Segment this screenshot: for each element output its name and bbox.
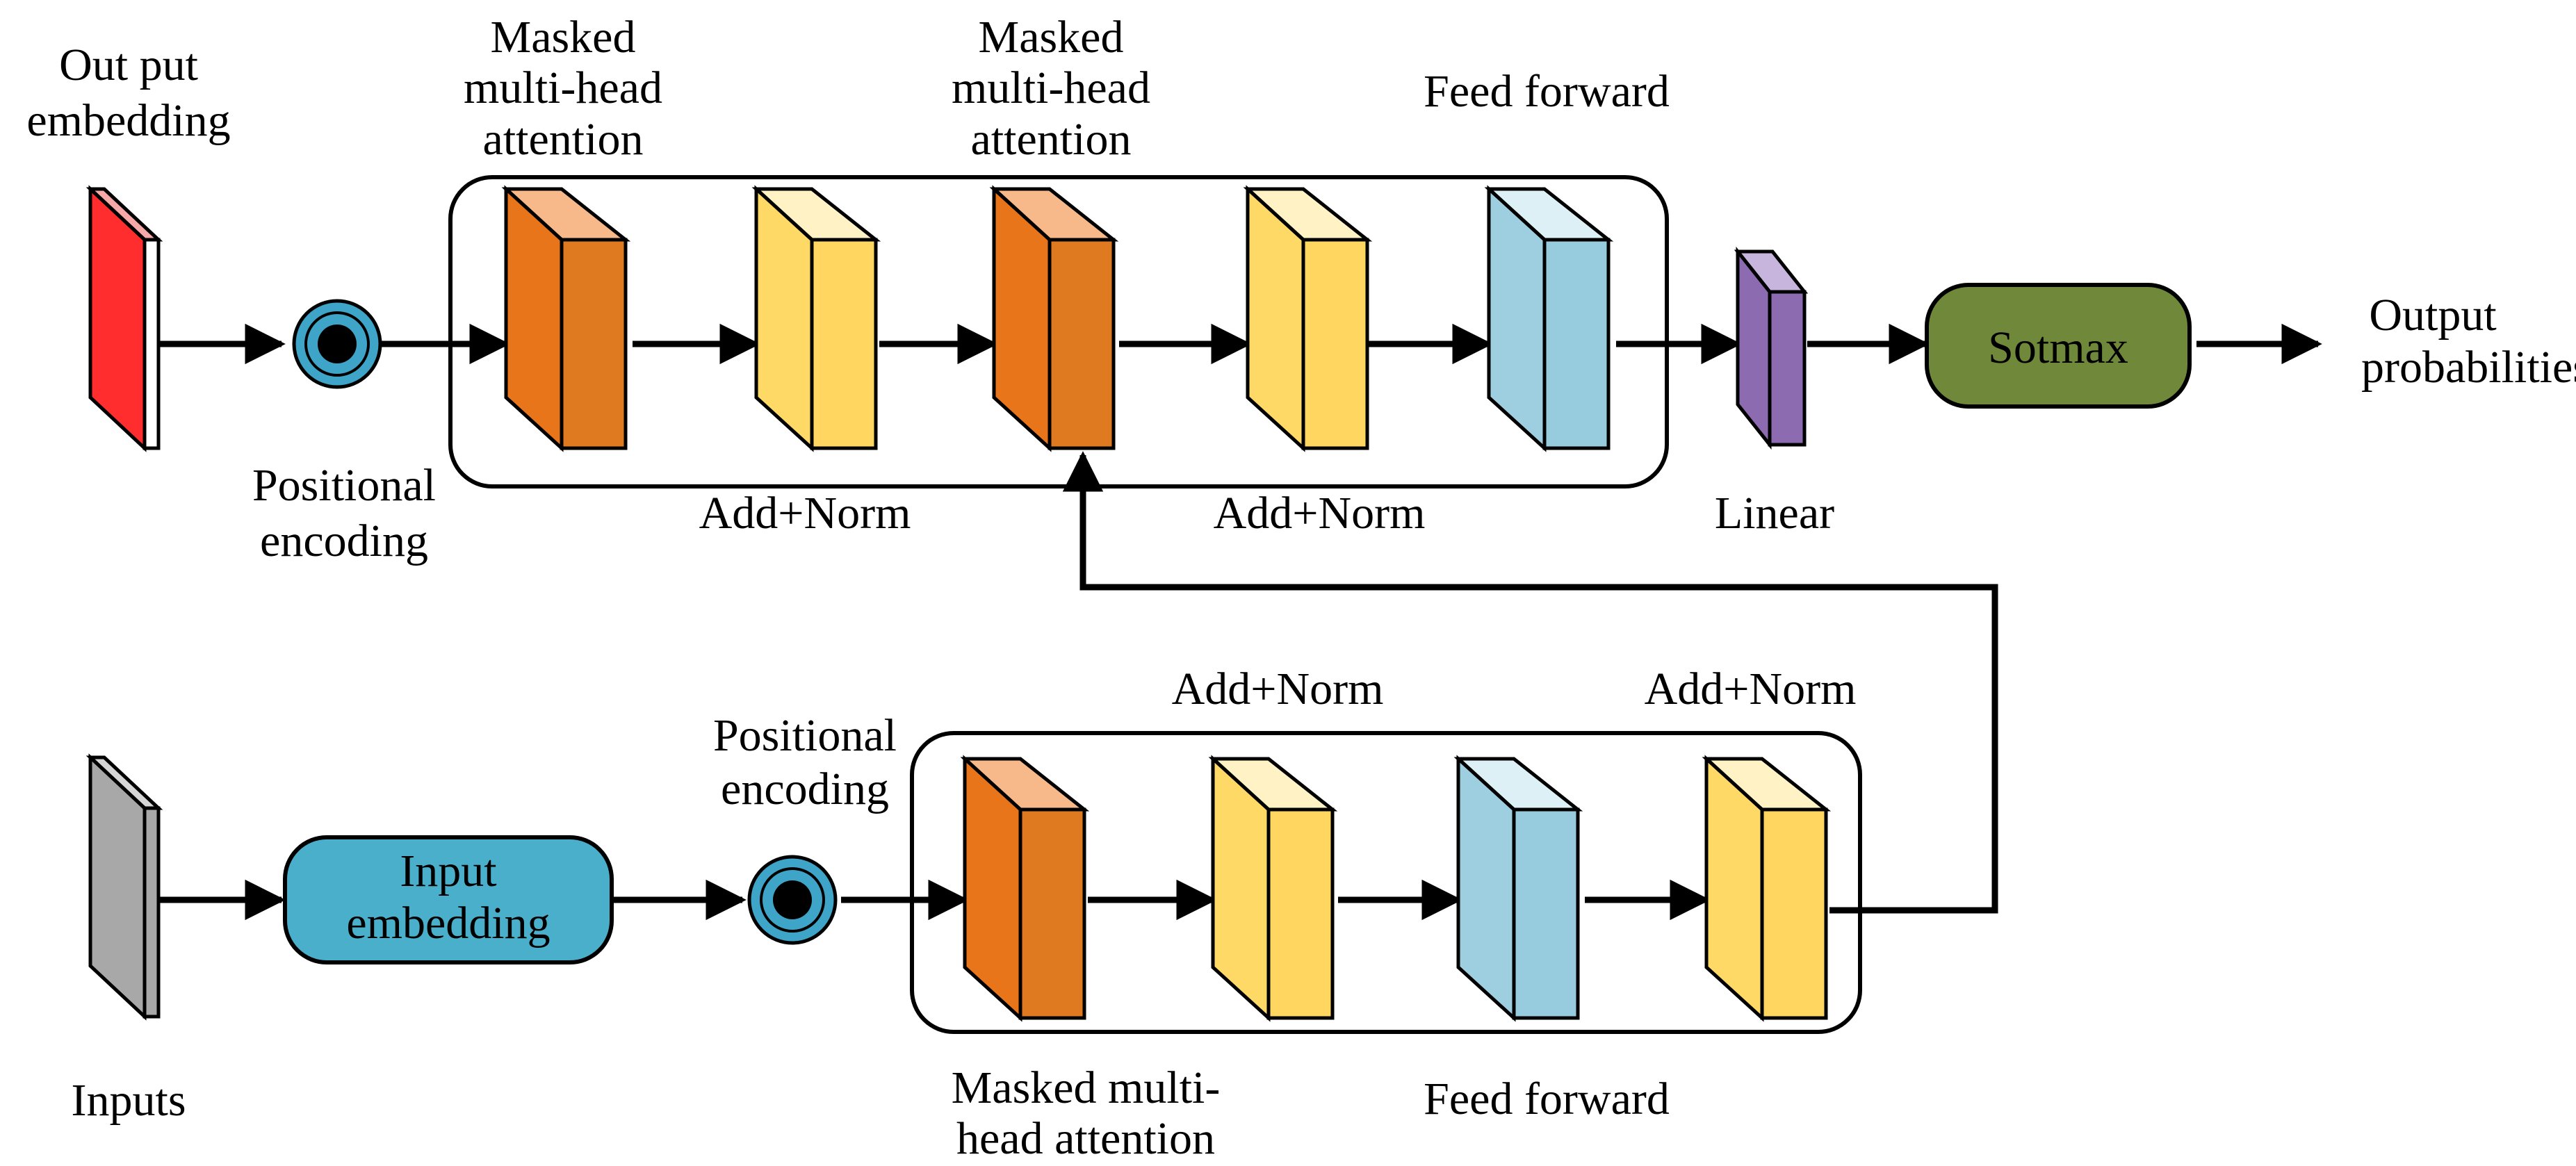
decoder-feed-forward-block bbox=[1484, 185, 1614, 452]
linear-block bbox=[1734, 246, 1809, 450]
linear-label: Linear bbox=[1715, 488, 1834, 539]
decoder-feed-forward-label: Feed forward bbox=[1424, 66, 1670, 117]
decoder-masked-attention-block-1 bbox=[501, 185, 631, 452]
encoder-add-norm-block-2 bbox=[1702, 755, 1832, 1022]
decoder-positional-encoding-label-line-1: Positional bbox=[252, 460, 436, 511]
arrow-encoder-to-decoder bbox=[1062, 451, 1998, 914]
output-embedding-label-line-2: embedding bbox=[26, 95, 230, 146]
input-embedding-label-line-1: Input bbox=[400, 846, 496, 896]
encoder-frame bbox=[910, 731, 1862, 1034]
decoder-frame bbox=[448, 175, 1669, 488]
softmax-box: Sotmax bbox=[1925, 283, 2192, 409]
encoder-masked-attention-label-line-2: head attention bbox=[956, 1113, 1215, 1164]
encoder-positional-encoding-label-line-1: Positional bbox=[713, 710, 897, 761]
decoder-add-norm-2-label: Add+Norm bbox=[1214, 488, 1426, 539]
encoder-positional-encoding-label-line-2: encoding bbox=[721, 764, 889, 814]
decoder-add-norm-1-label: Add+Norm bbox=[699, 488, 911, 539]
decoder-masked-attention-2-label-line-2: multi-head bbox=[952, 63, 1150, 113]
softmax-label: Sotmax bbox=[1988, 322, 2128, 373]
encoder-add-norm-2-label: Add+Norm bbox=[1645, 664, 1857, 714]
decoder-add-norm-block-2 bbox=[1243, 185, 1373, 452]
encoder-add-norm-1-label: Add+Norm bbox=[1172, 664, 1384, 714]
decoder-positional-encoding-label-line-2: encoding bbox=[260, 516, 428, 566]
decoder-add-norm-block-1 bbox=[751, 185, 881, 452]
decoder-masked-attention-2-label-line-3: attention bbox=[971, 114, 1132, 165]
output-probabilities-label-line-2: probabilities bbox=[2361, 342, 2576, 393]
encoder-masked-attention-block bbox=[960, 755, 1090, 1022]
decoder-masked-attention-block-2 bbox=[989, 185, 1119, 452]
decoder-masked-attention-1-label-line-2: multi-head bbox=[464, 63, 662, 113]
inputs-block bbox=[85, 753, 163, 1021]
encoder-masked-attention-label-line-1: Masked multi- bbox=[952, 1062, 1221, 1113]
encoder-feed-forward-block bbox=[1453, 755, 1583, 1022]
decoder-positional-encoding-icon bbox=[292, 299, 382, 389]
input-embedding-box: Input embedding bbox=[283, 835, 614, 964]
decoder-masked-attention-2-label-line-1: Masked bbox=[979, 12, 1124, 63]
decoder-masked-attention-1-label-line-3: attention bbox=[483, 114, 644, 165]
output-embedding-label-line-1: Out put bbox=[59, 40, 198, 90]
encoder-add-norm-block-1 bbox=[1208, 755, 1338, 1022]
output-embedding-block bbox=[85, 185, 163, 452]
input-embedding-label-line-2: embedding bbox=[346, 898, 550, 949]
encoder-positional-encoding-icon bbox=[747, 855, 838, 945]
encoder-feed-forward-label: Feed forward bbox=[1424, 1074, 1670, 1124]
output-probabilities-label-line-1: Output bbox=[2369, 290, 2496, 340]
decoder-masked-attention-1-label-line-1: Masked bbox=[491, 12, 636, 63]
inputs-label: Inputs bbox=[72, 1075, 186, 1126]
